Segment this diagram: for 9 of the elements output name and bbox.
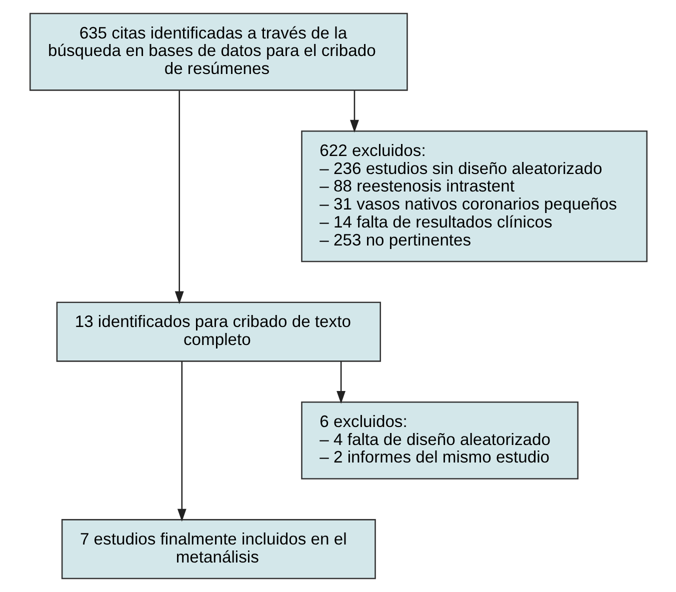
arrow: [176, 362, 186, 522]
arrow: [174, 90, 184, 304]
node-box: 6 excluidos: – 4 falta de diseño aleatorizado – 2 informes del mismo estudio: [300, 401, 578, 480]
node-box: 7 estudios finalmente incluidos en el metanálisis: [60, 519, 376, 580]
node-box: 13 identificados para cribado de texto completo: [56, 302, 380, 362]
arrow: [350, 90, 358, 133]
node-box: 635 citas identificadas a través de la búsqueda en bases de datos para el cribado de resúmenes: [28, 12, 408, 91]
arrow: [336, 361, 346, 404]
node-box: 622 excluidos: – 236 estudios sin diseño aleatorizado – 88 reestenosis intrastent – 31 vasos nativos coronarios pequeños – 14 falta de resultados clínicos – 253 no pertinentes: [300, 130, 648, 262]
